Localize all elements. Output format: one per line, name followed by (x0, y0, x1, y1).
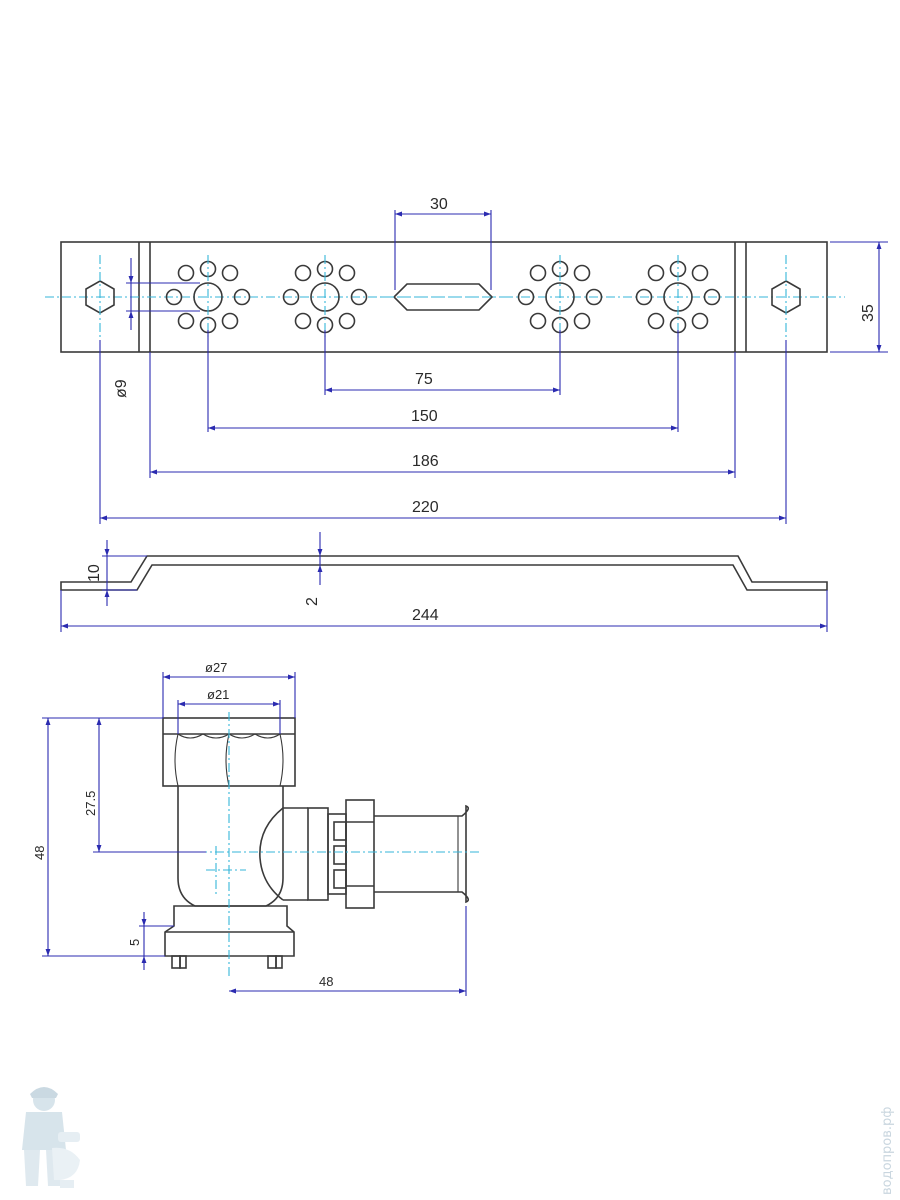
dim-thickness: 2 (304, 597, 321, 606)
mounting-hole (221, 312, 239, 330)
mounting-hole (529, 312, 547, 330)
mounting-hole (221, 264, 239, 282)
dim-outlet-length: 48 (319, 974, 333, 989)
dim-slot-width: 30 (430, 196, 448, 213)
plumber-mascot-icon (22, 1087, 80, 1188)
plate-top-view (45, 241, 845, 353)
dim-spacing-150: 150 (411, 408, 438, 425)
pipe-sleeve (374, 804, 470, 904)
mounting-hole (691, 264, 709, 282)
press-sleeve (345, 799, 375, 909)
mounting-hole (282, 288, 300, 306)
top-view-dimensions: 30 35 ø9 75 150 186 220 (99, 196, 888, 524)
mounting-hole (691, 312, 709, 330)
mounting-hole (294, 264, 312, 282)
profile-outer (60, 555, 828, 591)
dim-outer-diameter: ø27 (205, 660, 227, 675)
dim-total-length: 244 (412, 607, 439, 624)
watermark-text: водопров.рф (880, 1107, 895, 1195)
fitting-view (162, 712, 482, 978)
side-view-dimensions: 10 2 244 (60, 532, 828, 632)
mounting-hole (647, 312, 665, 330)
mounting-hole (573, 264, 591, 282)
dim-inner-diameter: ø21 (207, 687, 229, 702)
dim-hole-diameter: ø9 (113, 379, 130, 398)
dim-spacing-220: 220 (412, 499, 439, 516)
fitting-dimensions: ø27 ø21 48 27.5 5 48 (32, 660, 467, 996)
dim-center-height: 27.5 (83, 791, 98, 816)
mounting-hole (647, 264, 665, 282)
hole-clusters (165, 255, 721, 339)
mounting-hole (294, 312, 312, 330)
mounting-hole (517, 288, 535, 306)
dim-total-height: 48 (32, 846, 47, 860)
mounting-hole (177, 312, 195, 330)
mounting-hole (338, 312, 356, 330)
plate-side-view (60, 555, 828, 591)
mounting-hole (703, 288, 721, 306)
dim-spacing-186: 186 (412, 453, 439, 470)
mounting-hole (177, 264, 195, 282)
dim-height: 35 (860, 304, 877, 322)
mounting-hole (350, 288, 368, 306)
dim-offset: 10 (86, 564, 103, 582)
mounting-hole (573, 312, 591, 330)
mounting-hole (338, 264, 356, 282)
fitting-base (164, 905, 295, 957)
mounting-hole (529, 264, 547, 282)
mounting-hole (585, 288, 603, 306)
fitting-body (177, 786, 284, 907)
mounting-hole (635, 288, 653, 306)
mounting-hole (233, 288, 251, 306)
dim-base-height: 5 (127, 939, 142, 946)
dim-spacing-75: 75 (415, 371, 433, 388)
mounting-hole (165, 288, 183, 306)
